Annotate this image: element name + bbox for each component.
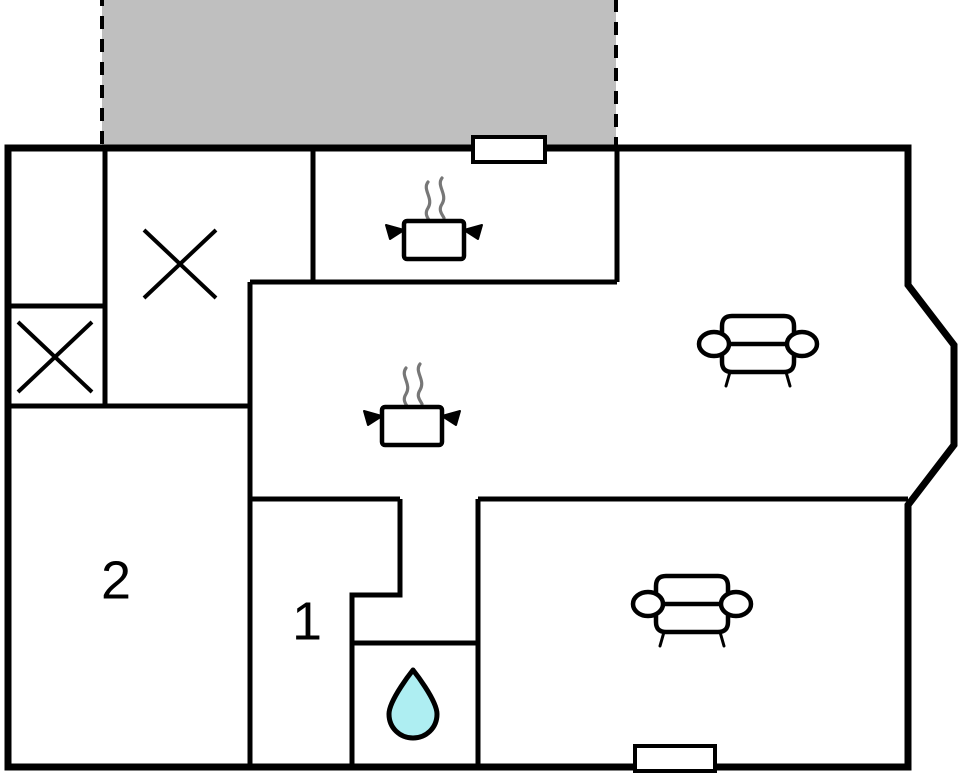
sofa-armrest-left [696, 329, 732, 359]
cooking-pot-icon-kitchen [385, 176, 483, 262]
sofa-leg-left [658, 630, 666, 648]
door-opening-icon-group[interactable] [471, 135, 717, 773]
door-opening-icon-top[interactable] [471, 135, 547, 164]
water-drop-icon [386, 667, 440, 741]
interior-walls [10, 150, 908, 767]
wall-room1-step [349, 499, 403, 767]
sofa-leg-right [718, 630, 726, 648]
pot-handle-right [441, 410, 461, 426]
x-cross-icon-hall [142, 228, 218, 300]
room-label-2: 2 [101, 550, 131, 610]
room-label-1: 1 [292, 591, 322, 651]
sofa-icon-lower [630, 573, 754, 648]
steam-line-left [424, 180, 432, 224]
sofa-leg-right [784, 370, 792, 388]
sofa-armrest-right [784, 329, 820, 359]
water-drop-shape [386, 667, 440, 741]
steam-line-right [416, 362, 424, 406]
steam-line-right [438, 176, 446, 220]
door-opening-icon-bottom[interactable] [633, 744, 717, 773]
sofa-icon-upper [696, 313, 820, 388]
pot-handle-right [463, 224, 483, 240]
x-cross-icon [16, 228, 218, 394]
pot-handle-left [385, 224, 405, 240]
balcony-rect [100, 0, 618, 150]
cooking-pot-icon-hall [363, 362, 461, 448]
pot-handle-left [363, 410, 383, 426]
sofa-leg-left [724, 370, 732, 388]
steam-line-left [402, 366, 410, 410]
exterior-wall-path [4, 144, 958, 771]
exterior-walls [4, 144, 958, 771]
balcony-area [100, 0, 618, 150]
pot-body [379, 404, 445, 448]
sofa-armrest-right [718, 589, 754, 619]
pot-body [401, 218, 467, 262]
sofa-armrest-left [630, 589, 666, 619]
x-cross-icon-closet [16, 320, 94, 394]
